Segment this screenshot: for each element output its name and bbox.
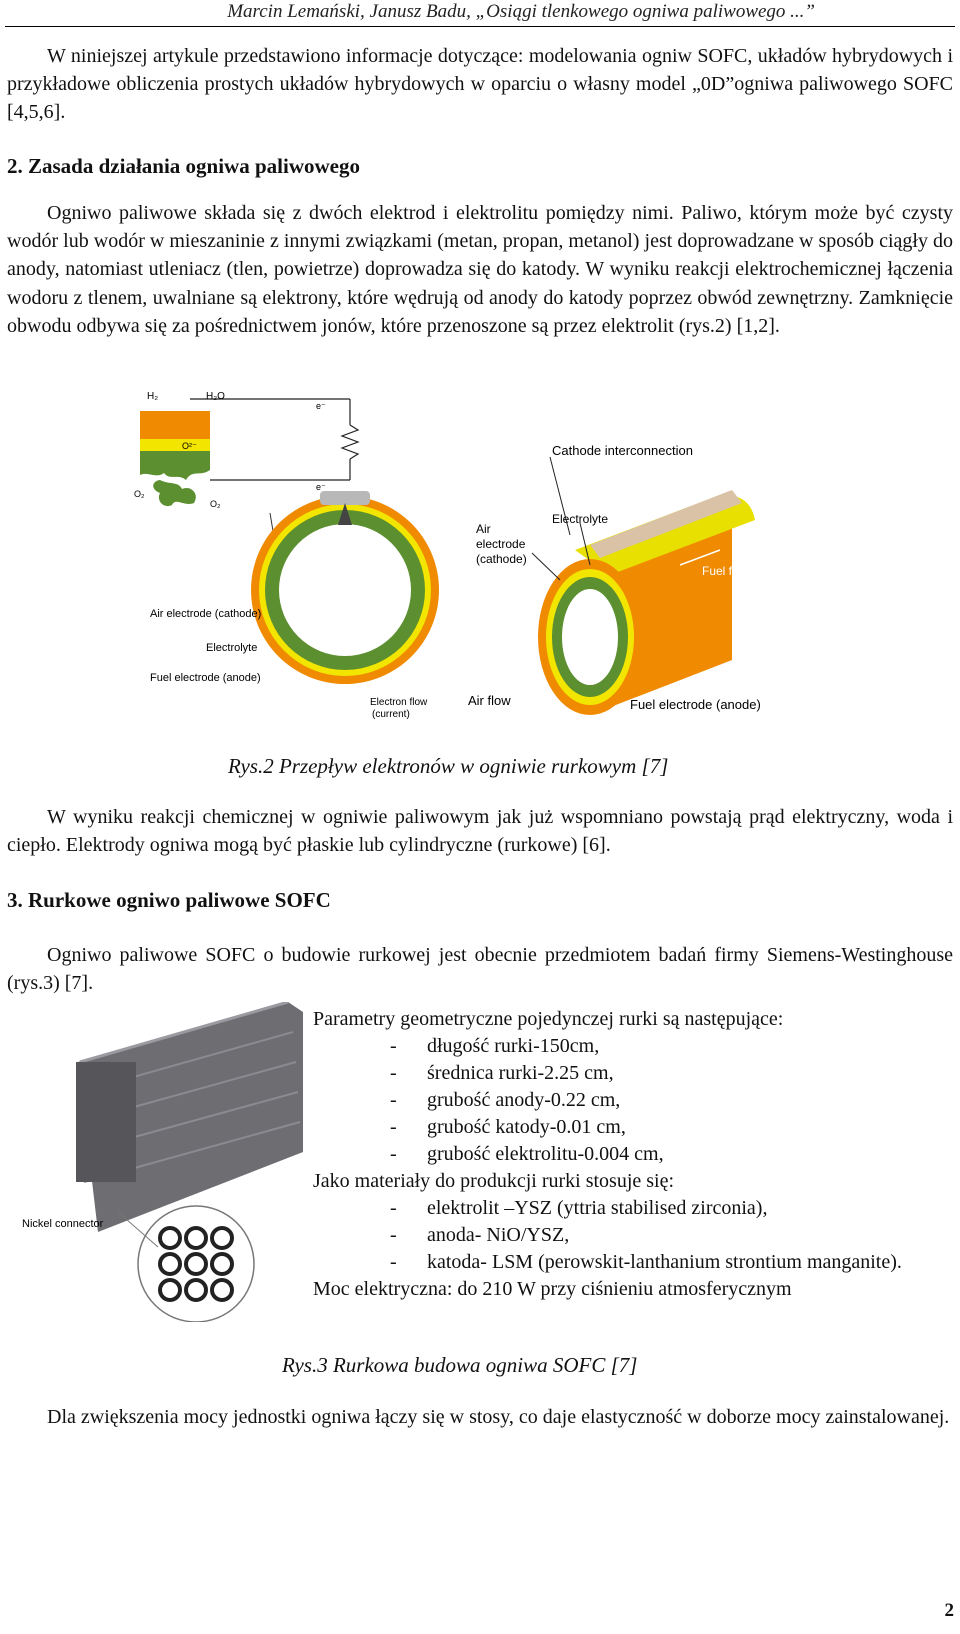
figure-3-tube-bundle-image: Nickel connector [22,1002,303,1322]
paragraph-principle: Ogniwo paliwowe składa się z dwóch elekt… [7,199,953,340]
label-air-electrode-left: Air electrode (cathode) [150,608,261,620]
tube-cross-section [251,491,439,684]
anode-particles [153,480,196,507]
section-heading-3: 3. Rurkowe ogniwo paliwowe SOFC [7,888,331,912]
label-air-flow: Air flow [468,693,511,708]
label-o2-right: O₂ [210,499,221,509]
param-item: -długość rurki-150cm, [390,1035,600,1057]
paragraph-stacks-text: Dla zwiększenia mocy jednostki ogniwa łą… [47,1406,950,1428]
param-item: -średnica rurki-2.25 cm, [390,1062,614,1084]
params-intro: Parametry geometryczne pojedynczej rurki… [313,1008,784,1030]
label-fuel-flow: Fuel flow [702,564,750,578]
label-fuel-electrode-left: Fuel electrode (anode) [150,672,261,684]
material-item: -katoda- LSM (perowskit-lanthanium stron… [390,1251,902,1273]
paragraph-products-text: W wyniku reakcji chemicznej w ogniwie pa… [7,806,953,857]
electrolyte-layer [140,439,210,451]
interconnect-strip-long [590,490,742,558]
tube-bundle [76,1002,303,1232]
header-rule [5,26,955,27]
label-electron-flow: Electron flow [370,697,428,708]
label-air-electrode-1: Air [476,522,491,536]
materials-intro: Jako materiały do produkcji rurki stosuj… [313,1170,675,1192]
section-heading-2: 2. Zasada działania ogniwa paliwowego [7,154,360,178]
tube-bundle-front [76,1062,136,1182]
label-h2o: H₂O [206,391,225,402]
leader-air-electrode [531,552,561,581]
anode-layer [140,451,210,480]
fuel-flow-arrow-icon [679,549,721,566]
interconnect-strip [320,491,370,505]
label-fuel-electrode-right: Fuel electrode (anode) [630,697,761,712]
param-item: -grubość elektrolitu-0.004 cm, [390,1143,664,1165]
cathode-layer-top [140,411,210,439]
label-e-bottom: e⁻ [316,482,326,492]
label-o2-left: O₂ [134,489,145,499]
paragraph-intro-text: W niniejszej artykule przedstawiono info… [7,45,953,124]
label-cathode-interconnection: Cathode interconnection [552,443,693,458]
material-item: -elektrolit –YSZ (yttria stabilised zirc… [390,1197,768,1219]
paragraph-principle-text: Ogniwo paliwowe składa się z dwóch elekt… [7,202,953,337]
leader-cathode-interconnection [549,456,571,536]
running-header: Marcin Lemański, Janusz Badu, „Osiągi tl… [227,1,815,22]
material-item: -anoda- NiO/YSZ, [390,1224,570,1246]
zoom-leader-bundle [117,1211,159,1248]
page-number: 2 [944,1600,955,1621]
cross-section-tubes [158,1226,234,1302]
figure-2-tubular-cell-diagram: H₂ H₂O e⁻ e⁻ O²⁻ O₂ O₂ Air electrode (ca… [134,391,761,720]
paragraph-siemens-text: Ogniwo paliwowe SOFC o budowie rurkowej … [7,944,953,995]
label-electrolyte-left: Electrolyte [206,642,257,654]
label-o2-ion: O²⁻ [182,441,197,451]
label-air-electrode-3: (cathode) [476,552,527,566]
param-item: -grubość katody-0.01 cm, [390,1116,626,1138]
label-e-top: e⁻ [316,401,326,411]
resistor-icon [340,424,360,460]
leader-electrolyte [579,522,591,566]
figure-3-caption: Rys.3 Rurkowa budowa ogniwa SOFC [7] [282,1353,638,1377]
param-item: -grubość anody-0.22 cm, [390,1089,621,1111]
figure-2-caption: Rys.2 Przepływ elektronów w ogniwie rurk… [228,754,669,778]
current-arrow-icon [338,503,352,525]
paragraph-products: W wyniku reakcji chemicznej w ogniwie pa… [7,803,953,859]
power-line: Moc elektryczna: do 210 W przy ciśnieniu… [313,1278,792,1300]
tube-parameters-block: Parametry geometryczne pojedynczej rurki… [313,1006,943,1303]
reaction-schematic: H₂ H₂O e⁻ e⁻ O²⁻ O₂ O₂ [134,391,360,509]
paragraph-siemens: Ogniwo paliwowe SOFC o budowie rurkowej … [7,941,953,997]
cylinder-end-bore [562,589,618,685]
label-electron-flow-current: (current) [372,709,410,720]
paragraph-stacks: Dla zwiększenia mocy jednostki ogniwa łą… [7,1403,953,1431]
label-electrolyte-right: Electrolyte [552,512,608,526]
tube-cylinder [538,490,755,715]
label-nickel-connector: Nickel connector [22,1218,104,1230]
paragraph-intro: W niniejszej artykule przedstawiono info… [7,42,953,127]
tube-bore [279,524,411,656]
label-air-electrode-2: electrode [476,537,526,551]
tube-highlight-1 [79,1002,289,1064]
label-h2: H₂ [147,391,158,402]
